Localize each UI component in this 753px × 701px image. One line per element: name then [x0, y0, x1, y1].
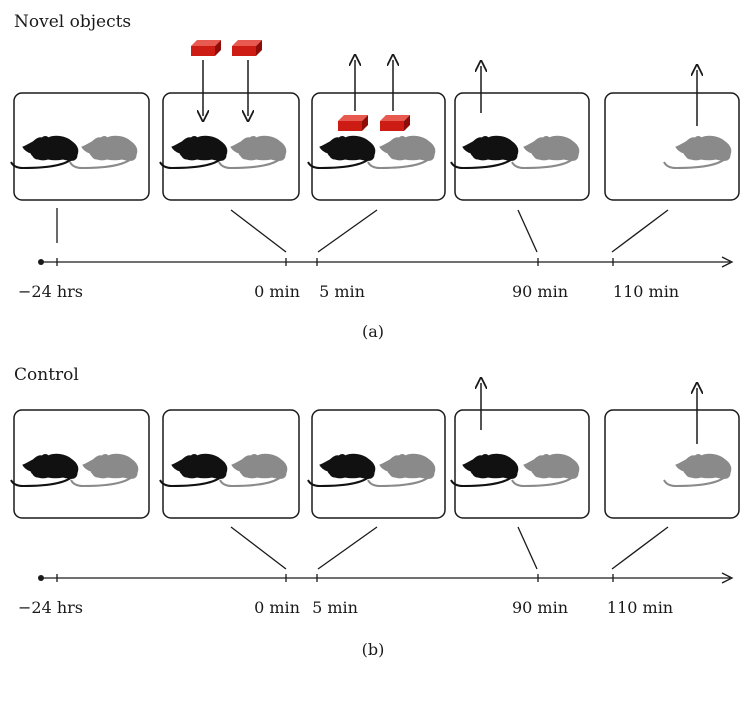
connector-lines [56, 208, 669, 253]
tick-label: 90 min [511, 598, 569, 617]
panel-a-title: Novel objects [14, 12, 132, 32]
cage-a1 [10, 92, 150, 201]
tick-label: 110 min [612, 282, 680, 301]
timeline-b [38, 572, 734, 584]
panel-b-caption: (b) [361, 640, 385, 659]
novel-object [380, 115, 410, 131]
cage-b4 [450, 409, 590, 519]
cage-b3 [307, 409, 446, 519]
tick-label: 90 min [511, 282, 569, 301]
cage-b5 [604, 409, 740, 519]
novel-object [191, 40, 221, 56]
tick-label: −24 hrs [18, 282, 84, 301]
panel-a-caption: (a) [361, 322, 385, 341]
cage-b1 [10, 409, 150, 519]
tick-label: 5 min [319, 282, 365, 301]
tick-label: 0 min [254, 598, 300, 617]
cage-a5 [604, 92, 740, 201]
novel-object [338, 115, 368, 131]
connector-lines [230, 526, 669, 570]
tick-label: 110 min [606, 598, 674, 617]
timeline-a [38, 256, 734, 268]
panel-b-title: Control [14, 365, 79, 385]
cage-a3 [307, 92, 446, 201]
cage-a2 [159, 92, 300, 201]
novel-object [232, 40, 262, 56]
tick-label: −24 hrs [18, 598, 84, 617]
cage-b2 [159, 409, 300, 519]
panel-a [10, 40, 740, 268]
cage-a4 [450, 92, 590, 201]
panel-b [10, 383, 740, 584]
tick-label: 0 min [254, 282, 300, 301]
tick-label: 5 min [312, 598, 358, 617]
